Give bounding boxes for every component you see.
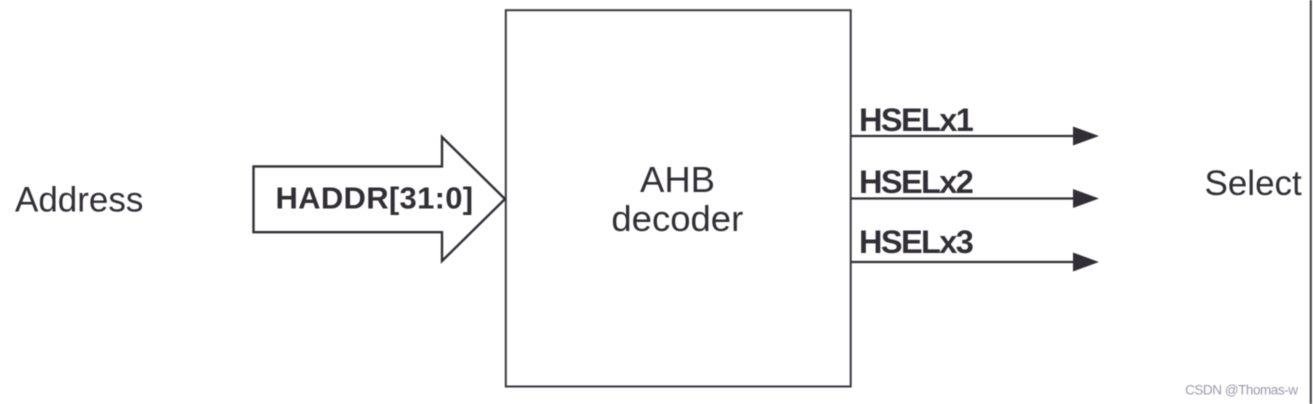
svg-text:Address: Address xyxy=(15,181,143,220)
svg-text:HADDR[31:0]: HADDR[31:0] xyxy=(276,181,474,216)
svg-text:HSELx3: HSELx3 xyxy=(859,224,973,260)
svg-text:Select: Select xyxy=(1205,164,1303,203)
svg-text:decoder: decoder xyxy=(611,198,743,239)
svg-text:CSDN @Thomas-w: CSDN @Thomas-w xyxy=(1185,383,1298,398)
svg-text:HSELx2: HSELx2 xyxy=(859,164,973,200)
svg-text:HSELx1: HSELx1 xyxy=(859,102,974,138)
svg-text:AHB: AHB xyxy=(640,159,715,200)
